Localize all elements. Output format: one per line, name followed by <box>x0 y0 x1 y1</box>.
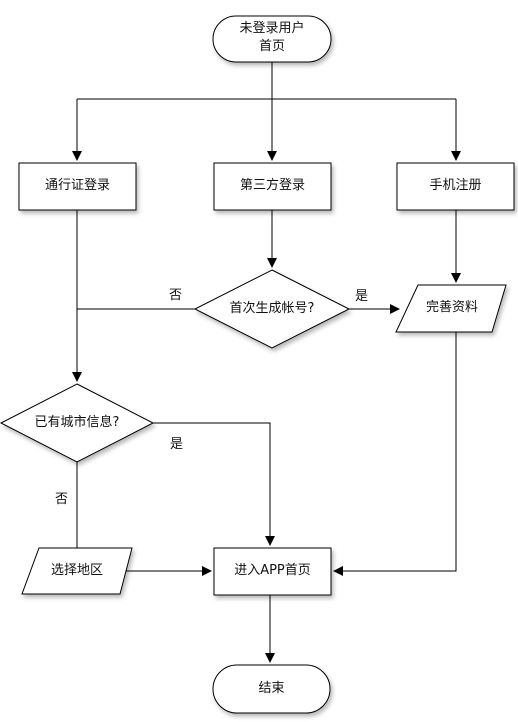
first-account-decision <box>193 269 351 349</box>
start-label-line2: 首页 <box>258 39 285 54</box>
phone-register-box <box>396 162 515 211</box>
enter-app-box <box>213 547 332 596</box>
complete-profile-label: 完善资料 <box>425 300 478 315</box>
passport-login-label: 通行证登录 <box>44 178 110 193</box>
has-city-label: 已有城市信息? <box>34 415 120 430</box>
edge-profile-to-app <box>333 332 457 576</box>
end-label: 结束 <box>258 681 285 696</box>
first-account-label: 首次生成帐号? <box>229 301 315 316</box>
edge-label-first-account-yes: 是 <box>355 289 369 304</box>
thirdparty-login-box <box>213 162 332 211</box>
thirdparty-login-label: 第三方登录 <box>239 178 305 193</box>
complete-profile-data <box>395 284 507 333</box>
select-region-label: 选择地区 <box>50 563 103 578</box>
start-label-line1: 未登录用户 <box>239 21 305 36</box>
select-region-data <box>21 547 133 595</box>
edge-label-has-city-yes: 是 <box>170 437 184 452</box>
edge-label-first-account-no: 否 <box>169 288 183 303</box>
passport-login-box <box>18 162 137 211</box>
enter-app-label: 进入APP首页 <box>234 563 311 578</box>
end-terminator <box>212 664 331 714</box>
edge-label-has-city-no: 否 <box>55 492 69 507</box>
phone-register-label: 手机注册 <box>429 178 482 193</box>
edge-city-yes <box>153 422 275 546</box>
